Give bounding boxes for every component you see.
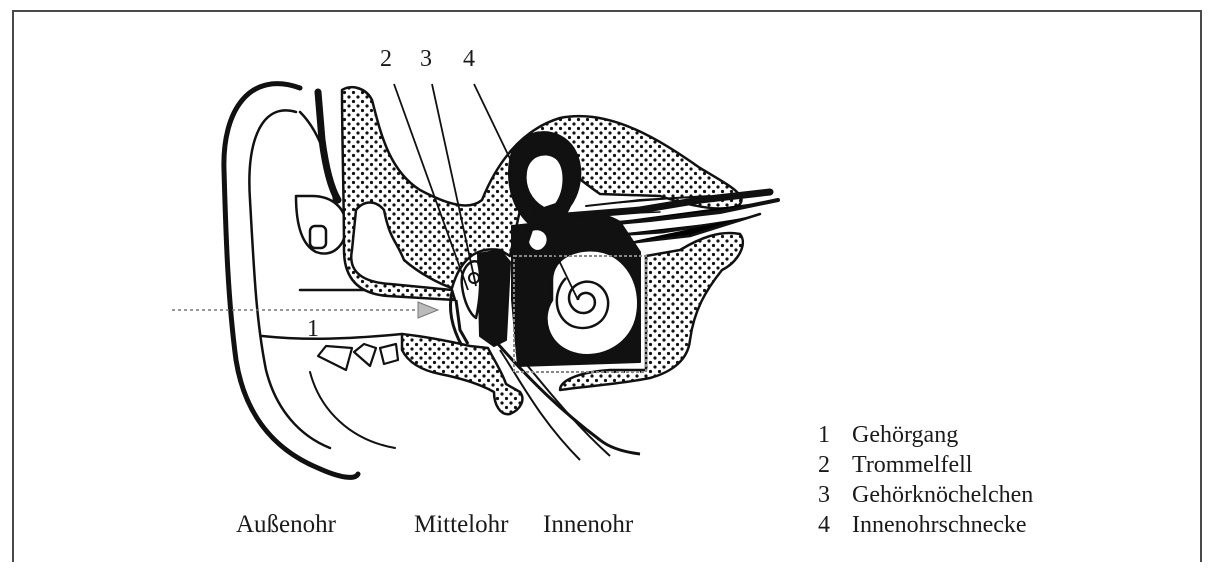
legend-number-2: 2 [818,452,830,478]
callout-number-3: 3 [420,46,432,72]
sound-arrow [172,302,438,318]
callout-number-4: 4 [463,46,475,72]
callout-number-1: 1 [307,316,319,342]
legend-label-2: Trommelfell [852,452,973,478]
legend-number-1: 1 [818,422,830,448]
callout-number-2: 2 [380,46,392,72]
legend-number-3: 3 [818,482,830,508]
section-middle-ear: Mittelohr [414,511,509,538]
legend-label-1: Gehörgang [852,422,958,448]
section-inner-ear: Innenohr [543,511,634,538]
section-outer-ear: Außenohr [236,511,337,538]
legend: 1 Gehörgang 2 Trommelfell 3 Gehörknöchel… [818,422,1033,538]
legend-number-4: 4 [818,512,830,538]
legend-label-3: Gehörknöchelchen [852,482,1033,508]
ear-canal-upper-wall [318,92,338,200]
legend-label-4: Innenohrschnecke [852,512,1027,538]
